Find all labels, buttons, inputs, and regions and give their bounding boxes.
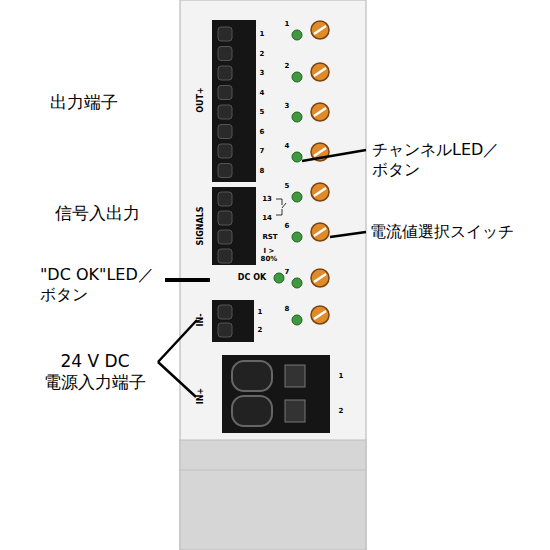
channel [292,183,329,202]
channel [292,21,329,40]
callout-label: チャンネルLED／ ボタン [372,140,532,180]
terminal-hole [218,192,232,206]
input-minus-terminal [212,300,254,342]
channel [292,103,329,122]
push-lever [232,361,305,391]
terminal-hole [218,211,232,225]
current-switch [311,63,329,81]
current-switch [311,306,329,324]
terminal-hole [218,323,232,337]
channel-led [292,152,302,162]
current-switch [311,103,329,121]
terminal-hole [218,66,232,80]
signal-terminal-block [212,187,256,265]
leader-line [330,232,366,237]
terminal-hole [218,144,232,158]
callout-label: 電流値選択スイッチ [370,222,545,242]
signal-name: RST [262,233,277,242]
current-switch [311,21,329,39]
callout-label: 24 V DC 電源入力端子 [35,351,155,394]
leader-line [158,320,197,362]
pin-number: 7 [260,147,265,156]
channel-number: 6 [285,222,290,231]
channel-led [292,112,302,122]
terminal-hole [218,230,232,244]
channel [292,63,329,82]
terminal-label: OUT+ [197,87,205,112]
pin-number: 2 [339,407,344,416]
pin-number: 1 [339,372,344,381]
channel-number: 4 [285,142,290,151]
channel [292,306,329,325]
terminal-holes [218,27,305,426]
terminal-label: SIGNALS [197,206,205,245]
callout-label: 信号入出力 [55,203,175,224]
channel-led [292,192,302,202]
pin-number: 3 [260,69,265,78]
signal-name: I > 80% [259,247,279,263]
channel-number: 5 [285,182,290,191]
current-switch [311,183,329,201]
dc-ok-led [274,273,284,283]
pin-number: 8 [260,166,265,175]
pin-number: 13 [262,195,272,204]
channel-controls [292,21,329,325]
push-lever [232,396,305,426]
terminal-hole [218,105,232,119]
callout-label: 出力端子 [50,92,160,113]
terminal-hole [218,47,232,61]
terminal-hole [218,27,232,41]
leader-line [165,278,210,282]
channel-led [292,72,302,82]
channel-led [292,232,302,242]
channel-number: 2 [285,62,290,71]
pin-number: 1 [258,308,263,317]
pin-number: 2 [260,49,265,58]
led-label: DC OK [238,273,266,283]
channel-number: 7 [285,268,290,277]
channel-led [292,278,302,288]
housing [180,0,366,550]
terminal-hole [218,305,232,319]
terminal-hole [218,125,232,139]
terminal-label: IN+ [197,388,205,404]
terminal-hole [218,86,232,100]
channel [292,223,329,242]
pin-number: 1 [260,30,265,39]
channel-led [292,30,302,40]
relay-symbol [276,199,286,215]
pin-number: 5 [260,108,265,117]
terminal-hole [218,249,232,263]
channel-number: 3 [285,102,290,111]
pin-number: 2 [258,326,263,335]
terminal-hole [218,164,232,178]
terminal-label: IN- [197,314,205,327]
input-plus-terminal [222,355,330,433]
leader-line [302,150,366,161]
pin-number: 4 [260,88,265,97]
channel-led [292,315,302,325]
current-switch [311,223,329,241]
pin-number: 14 [262,214,272,223]
current-switch [311,269,329,287]
callout-label: "DC OK"LED／ ボタン [40,265,165,305]
output-terminal-block [212,20,256,182]
housing-base [180,440,366,550]
pin-number: 6 [260,127,265,136]
channel-number: 8 [285,305,290,314]
housing-edge [180,470,366,471]
channel-number: 1 [285,20,290,29]
channel [292,269,329,288]
leader-line [158,362,196,397]
